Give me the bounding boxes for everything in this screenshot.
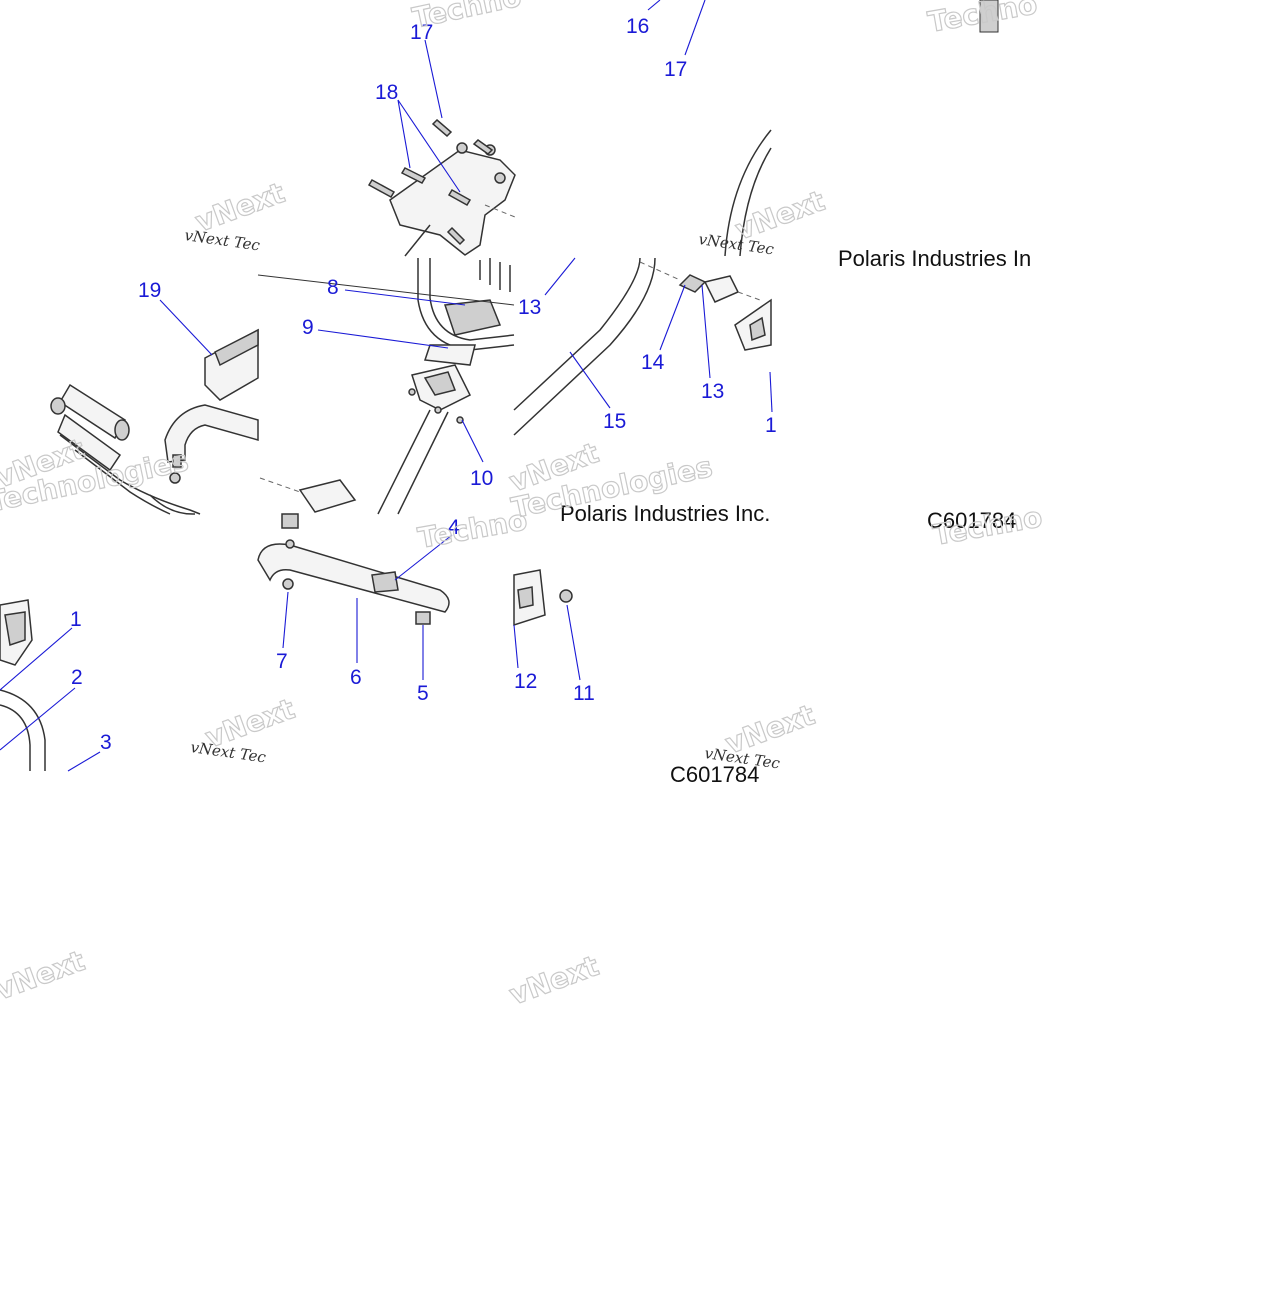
callout-11: 11	[573, 682, 595, 705]
callout-2: 2	[71, 666, 83, 689]
copyright-text: Polaris Industries In Polaris Industries…	[560, 246, 1031, 787]
watermark-brand-2: Techno	[925, 0, 1039, 39]
callout-5: 5	[417, 682, 429, 705]
leader-lines	[0, 0, 773, 772]
watermarks: Techno Techno vNext Tec vNext vNext Tec …	[0, 0, 1045, 1012]
callout-14: 14	[641, 351, 665, 374]
drawing-number-b: C601784	[670, 762, 759, 787]
callout-9: 9	[302, 316, 314, 339]
mount-bracket-drawing	[367, 118, 516, 257]
callout-6: 6	[350, 666, 362, 689]
watermark-next-2: vNext	[731, 184, 829, 247]
lower-tube-drawing	[257, 513, 450, 625]
copyright-line-b: Polaris Industries Inc.	[560, 501, 770, 526]
upper-bar-drawing	[724, 0, 999, 257]
callout-3: 3	[100, 731, 112, 754]
handle-block-drawing	[204, 328, 259, 401]
left-tubes-drawing	[50, 383, 259, 515]
callout-18: 18	[375, 81, 398, 104]
drawing-number-a: C601784	[927, 508, 1016, 533]
callout-numbers: 17 18 16 17 19 8 9 13 14 13 15 10 4 1 2 …	[70, 15, 777, 754]
callout-17-right: 17	[664, 58, 687, 81]
lower-handle-drawing	[0, 599, 46, 771]
watermark-brand-6: Techno	[415, 503, 529, 555]
callout-10: 10	[470, 467, 493, 490]
watermark-next-6: vNext	[721, 698, 819, 761]
watermark-next-7: vNext	[0, 944, 89, 1007]
watermark-next-5: vNext	[201, 692, 299, 755]
callout-1: 1	[70, 608, 82, 631]
center-column-drawing	[257, 258, 515, 515]
callout-17-top: 17	[410, 21, 433, 44]
callout-15: 15	[603, 410, 626, 433]
watermark-brand-1: Techno	[410, 0, 525, 35]
callout-16: 16	[626, 15, 649, 38]
callout-4: 4	[448, 516, 460, 539]
copyright-line-a: Polaris Industries In	[838, 246, 1031, 271]
callout-7: 7	[276, 650, 288, 673]
callout-12: 12	[514, 670, 537, 693]
watermark-next-8: vNext	[505, 949, 603, 1012]
callout-19: 19	[138, 279, 161, 302]
side-plate-drawing	[513, 569, 573, 627]
callout-13-left: 13	[518, 296, 541, 319]
callout-8: 8	[327, 276, 339, 299]
long-bar-drawing	[513, 257, 772, 436]
watermark-next-1: vNext	[191, 176, 289, 239]
callout-1-partial: 1	[765, 414, 777, 437]
callout-13-right: 13	[701, 380, 724, 403]
